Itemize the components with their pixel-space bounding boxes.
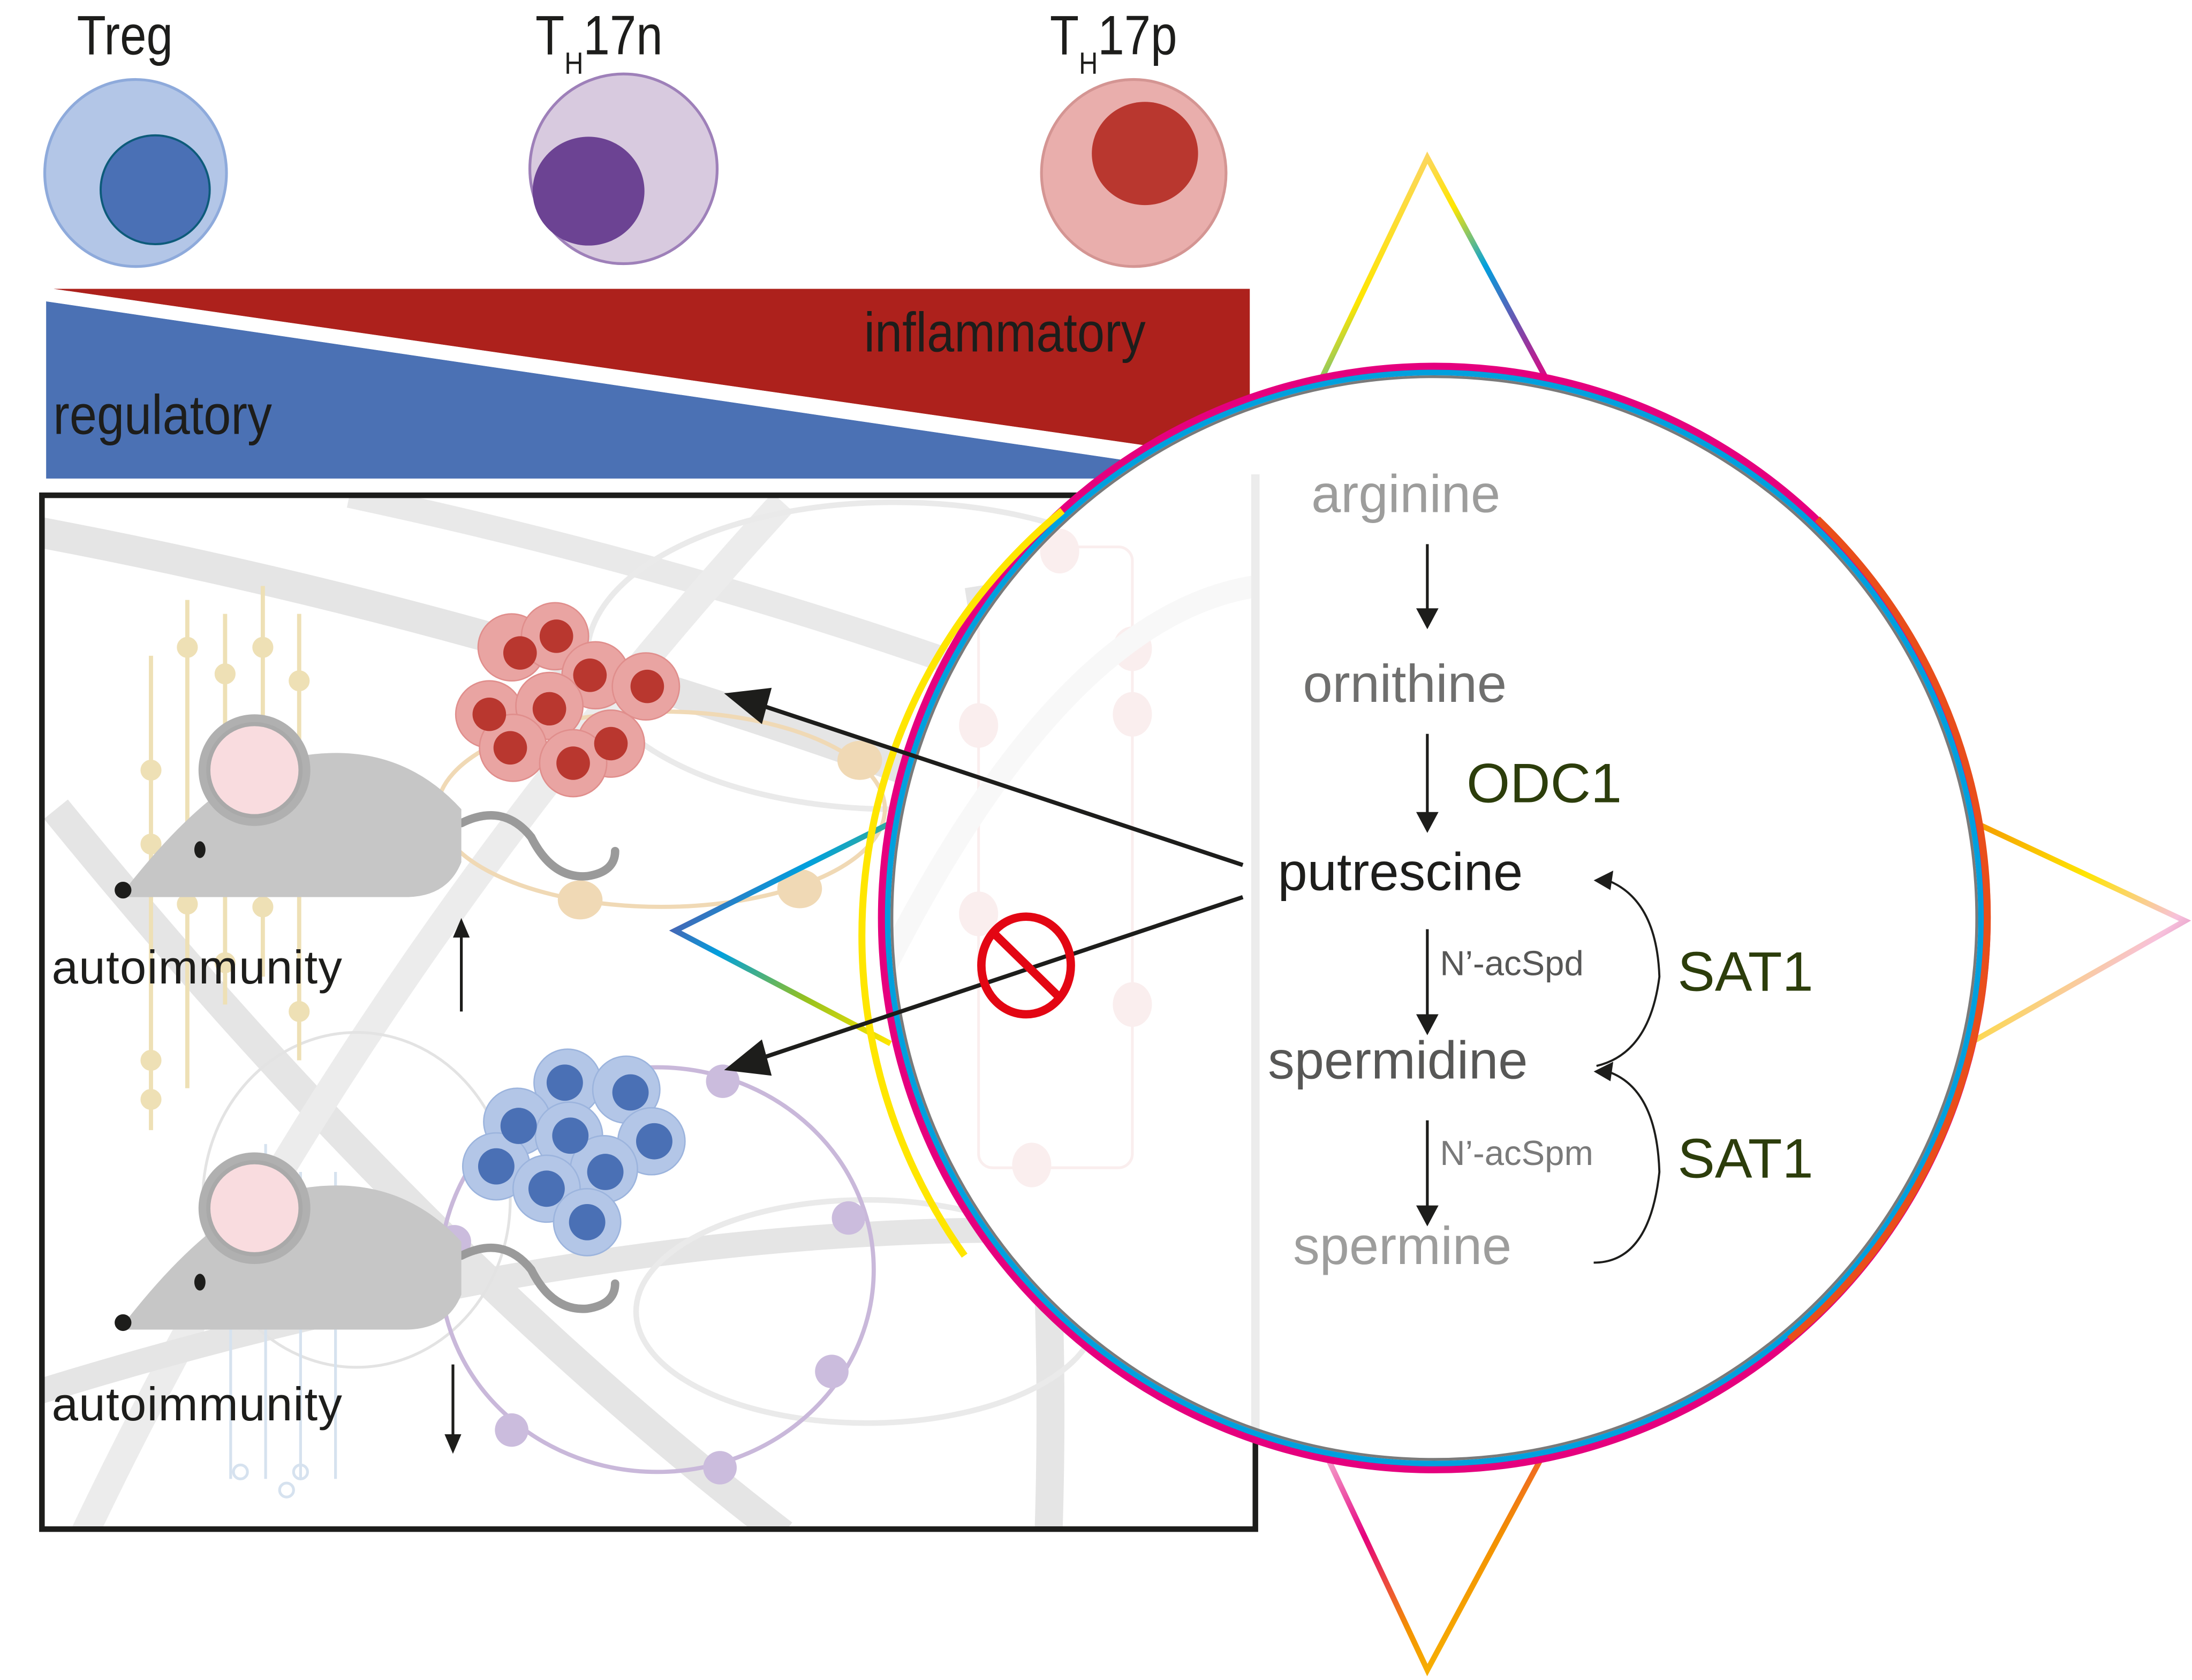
- treg-cell: [43, 78, 228, 268]
- th17p-label: TH17p: [1049, 5, 1177, 81]
- mouse-lower: [115, 1152, 619, 1331]
- inhibition-icon: [977, 912, 1075, 1019]
- putrescine-to-th17p-arrow: [724, 687, 1244, 867]
- gradient-bar: [46, 289, 1250, 479]
- star-decoration: [669, 151, 2191, 1676]
- pathway-lens: [858, 362, 1991, 1473]
- th17p-cell-cluster: [455, 602, 681, 798]
- mouse-upper: [115, 714, 619, 899]
- th17n-label: TH17n: [535, 5, 663, 81]
- autoimmunity-decreased-label: autoimmunity: [51, 1378, 343, 1432]
- intermediate-n-acspd: N’-acSpd: [1440, 944, 1584, 984]
- autoimmunity-down-arrow: [444, 1364, 462, 1454]
- treg-label: Treg: [77, 5, 173, 67]
- autoimmunity-up-arrow: [452, 918, 470, 1012]
- th17n-cell: [528, 72, 719, 266]
- enzyme-sat1-upper: SAT1: [1677, 942, 1813, 1003]
- putrescine-to-treg-arrow: [724, 895, 1244, 1076]
- metabolite-putrescine: putrescine: [1278, 844, 1523, 903]
- th17p-cell: [1040, 78, 1228, 268]
- metabolite-arginine: arginine: [1311, 466, 1501, 525]
- treg-cell-cluster: [462, 1048, 686, 1257]
- enzyme-odc1: ODC1: [1466, 753, 1622, 815]
- metabolite-spermine: spermine: [1293, 1218, 1512, 1277]
- pathway-arrows: [1416, 544, 1439, 1227]
- autoimmunity-increased-label: autoimmunity: [51, 942, 343, 995]
- metabolite-spermidine: spermidine: [1268, 1032, 1528, 1091]
- inflammatory-label: inflammatory: [864, 302, 1146, 365]
- regulatory-label: regulatory: [53, 385, 272, 447]
- intermediate-n-acspm: N’-acSpm: [1440, 1134, 1593, 1174]
- enzyme-sat1-lower: SAT1: [1677, 1129, 1813, 1190]
- metabolite-ornithine: ornithine: [1303, 655, 1507, 715]
- sat1-back-conversion-arrows: [1593, 871, 1661, 1264]
